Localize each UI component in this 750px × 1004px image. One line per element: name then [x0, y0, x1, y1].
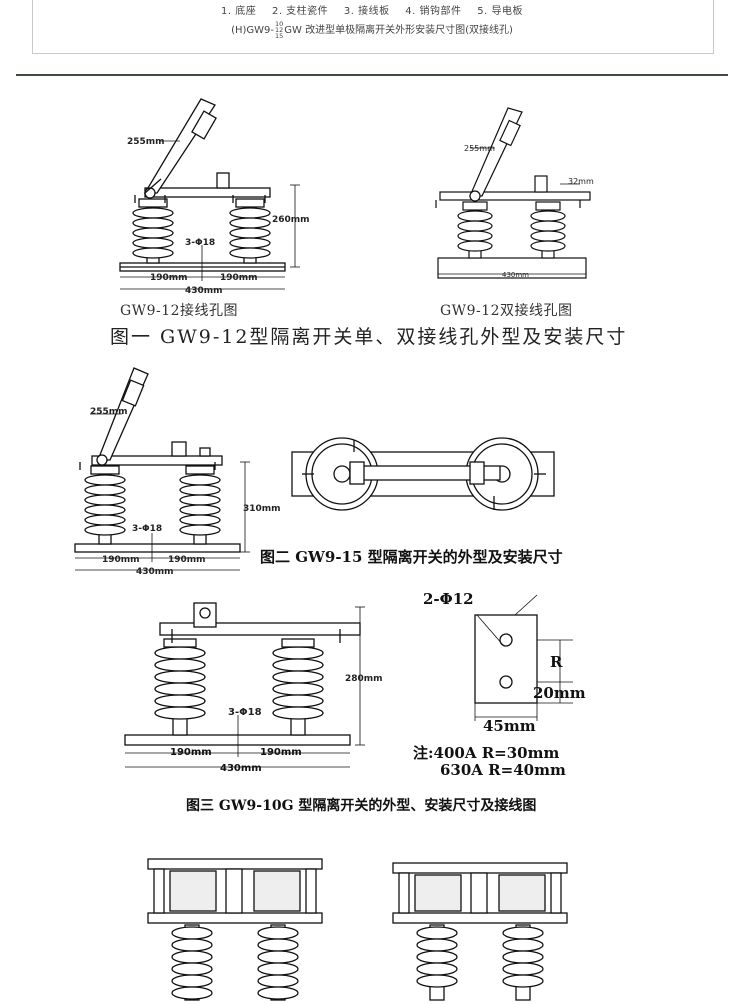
fig1-title: 图一 GW9-12型隔离开关单、双接线孔外型及安装尺寸 — [110, 326, 628, 348]
terminal-plate-svg: 2-Φ12 R 20mm 45mm — [423, 590, 586, 735]
frac-15: 15 — [275, 32, 284, 40]
dim-430: 430mm — [185, 286, 223, 296]
dim-190b: 190mm — [168, 555, 206, 565]
fig3-title: 图三 GW9-10G 型隔离开关的外型、安装尺寸及接线图 — [186, 798, 537, 814]
switch-drawing-svg: 255mm 32mm 430mm — [435, 107, 594, 279]
legend-item: 4. 销钩部件 — [405, 6, 462, 17]
legend-item: 1. 底座 — [221, 6, 257, 17]
dim-190a: 190mm — [170, 747, 212, 758]
dim-430: 430mm — [136, 567, 174, 577]
dim-255: 255mm — [90, 407, 128, 417]
dim-430: 430mm — [220, 763, 262, 774]
section-divider — [16, 74, 728, 76]
dim-255: 255mm — [464, 144, 495, 153]
switch-drawing-svg: 255mm 310mm 3-Φ18 190mm 190mm 430mm — [74, 367, 281, 577]
subtitle-suffix: GW 改进型单极隔离开关外形安装尺寸图(双接线孔) — [284, 25, 513, 36]
legend-item: 3. 接线板 — [343, 6, 390, 17]
subtitle-prefix: (H)GW9- — [231, 25, 275, 36]
fig3-note-line2: 630A R=40mm — [440, 761, 566, 779]
fig4-right-drawing — [385, 855, 575, 1001]
fig1-single-hole-drawing: 255mm 260mm 3-Φ18 190mm 190mm 430mm — [105, 95, 325, 300]
plate-holes: 2-Φ12 — [423, 590, 474, 608]
legend-box — [32, 0, 714, 54]
dim-hole: 3-Φ18 — [228, 707, 262, 718]
fig1-double-hole-drawing: 255mm 32mm 430mm — [430, 107, 610, 288]
frac-12: 12 — [275, 26, 284, 34]
frac-10: 10 — [275, 20, 284, 28]
top-view-svg — [291, 437, 555, 511]
fig3-terminal-plate-drawing: 2-Φ12 R 20mm 45mm — [405, 585, 590, 735]
switch-drawing-svg: 255mm 260mm 3-Φ18 190mm 190mm 430mm — [119, 98, 310, 296]
fig3-note-line1: 注:400A R=30mm — [413, 744, 560, 762]
fig3-side-drawing: 280mm 3-Φ18 190mm 190mm 430mm — [110, 595, 383, 785]
fig2-title: 图二 GW9-15 型隔离开关的外型及安装尺寸 — [260, 548, 563, 566]
legend-item: 5. 导电板 — [477, 6, 523, 17]
dim-190b: 190mm — [220, 273, 258, 283]
dim-190a: 190mm — [102, 555, 140, 565]
fig1-left-caption: GW9-12接线孔图 — [120, 303, 239, 319]
fig2-top-view-drawing — [290, 432, 560, 522]
dim-260: 260mm — [272, 215, 310, 225]
switch-drawing-svg: 280mm 3-Φ18 190mm 190mm 430mm — [124, 602, 383, 774]
switch-drawing-svg — [147, 858, 323, 1001]
dim-hole: 3-Φ18 — [132, 524, 162, 534]
plate-20: 20mm — [533, 684, 586, 702]
dim-hole: 3-Φ18 — [185, 238, 215, 248]
dim-430: 430mm — [502, 271, 529, 279]
dim-190b: 190mm — [260, 747, 302, 758]
dim-32: 32mm — [568, 177, 594, 186]
fig2-side-drawing: 255mm 310mm 3-Φ18 190mm 190mm 430mm — [60, 367, 281, 580]
dim-310: 310mm — [243, 504, 281, 514]
legend-item: 2. 支柱瓷件 — [271, 6, 329, 17]
fig1-right-caption: GW9-12双接线孔图 — [440, 303, 573, 319]
dim-280: 280mm — [345, 674, 383, 684]
plate-R: R — [550, 653, 563, 671]
plate-45: 45mm — [483, 717, 536, 735]
dim-190a: 190mm — [150, 273, 188, 283]
parts-legend: 1. 底座 2. 支柱瓷件 3. 接线板 4. 销钩部件 5. 导电板 — [32, 2, 712, 17]
switch-drawing-svg — [392, 862, 568, 1001]
dim-255: 255mm — [127, 137, 165, 147]
fig4-left-drawing — [140, 855, 330, 1001]
